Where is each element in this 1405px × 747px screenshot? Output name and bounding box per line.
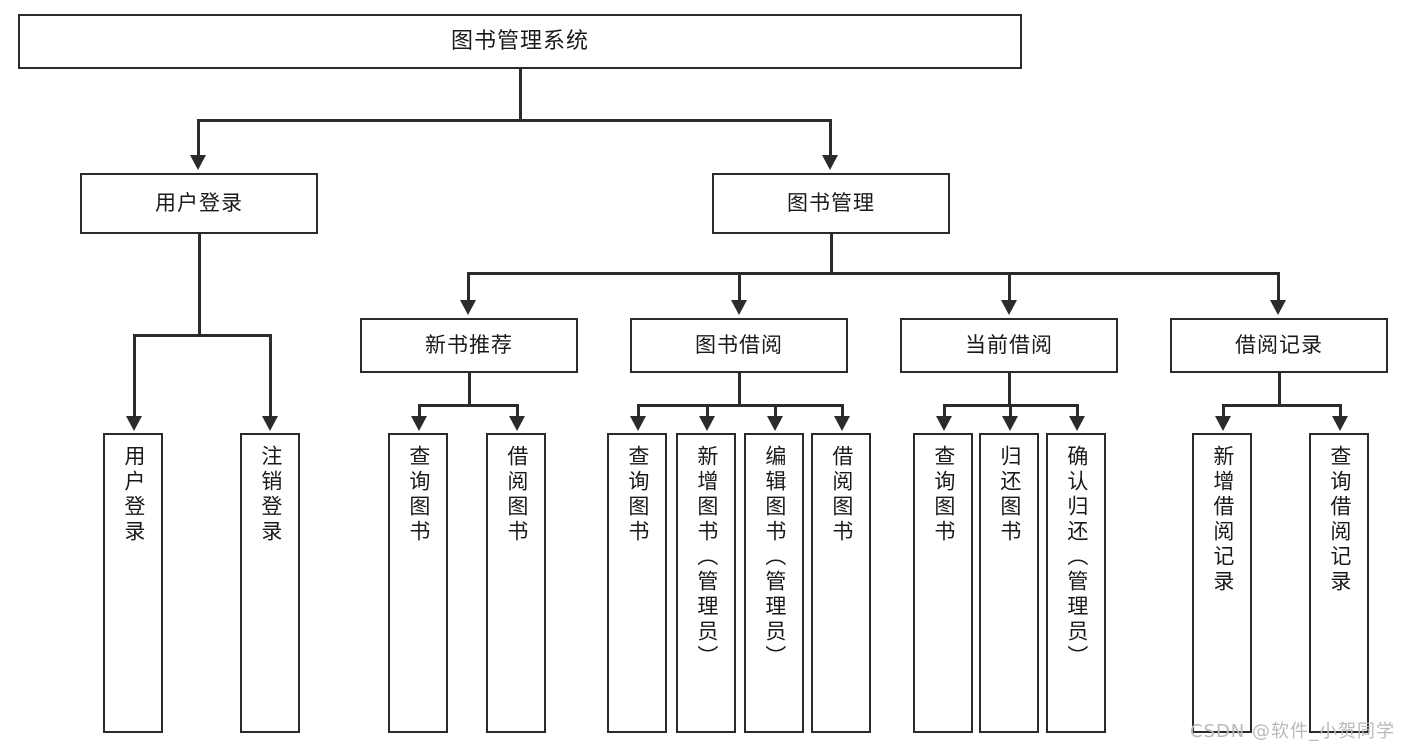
connector-root-to-book-management bbox=[829, 119, 832, 157]
connector-borrow-record-trunk bbox=[1278, 373, 1281, 406]
leaf-new-book-0[interactable]: 查询图书 bbox=[388, 433, 448, 733]
connector-bm-to-new-book bbox=[467, 272, 470, 302]
node-book-management[interactable]: 图书管理 bbox=[712, 173, 950, 234]
node-label: 注销登录 bbox=[258, 445, 283, 545]
arrowhead-cb-to-leaf-0 bbox=[936, 416, 952, 431]
connector-user-login-trunk bbox=[198, 234, 201, 336]
connector-bm-to-current-borrow bbox=[1008, 272, 1011, 302]
arrowhead-bm-to-book-borrow bbox=[731, 300, 747, 315]
arrowhead-cb-to-leaf-2 bbox=[1069, 416, 1085, 431]
connector-bb-to-leaf-3 bbox=[841, 404, 844, 418]
node-label: 图书借阅 bbox=[695, 333, 783, 358]
arrowhead-br-to-leaf-0 bbox=[1215, 416, 1231, 431]
leaf-borrow-record-1[interactable]: 查询借阅记录 bbox=[1309, 433, 1369, 733]
node-label: 查询借阅记录 bbox=[1327, 445, 1352, 595]
connector-book-management-bus bbox=[467, 272, 1279, 275]
node-label: 借阅记录 bbox=[1235, 333, 1323, 358]
connector-root-bus bbox=[197, 119, 831, 122]
connector-br-to-leaf-1 bbox=[1339, 404, 1342, 418]
node-label: 查询图书 bbox=[625, 445, 650, 545]
arrowhead-bm-to-current-borrow bbox=[1001, 300, 1017, 315]
connector-bm-to-book-borrow bbox=[738, 272, 741, 302]
connector-borrow-record-bus bbox=[1222, 404, 1341, 407]
node-label: 新增借阅记录 bbox=[1210, 445, 1235, 595]
connector-book-borrow-trunk bbox=[738, 373, 741, 406]
node-label: 用户登录 bbox=[155, 191, 243, 216]
node-user-login[interactable]: 用户登录 bbox=[80, 173, 318, 234]
node-label: 借阅图书 bbox=[829, 445, 854, 545]
leaf-book-borrow-0[interactable]: 查询图书 bbox=[607, 433, 667, 733]
node-label: 编辑图书（管理员） bbox=[762, 445, 787, 670]
connector-root-to-user-login bbox=[197, 119, 200, 157]
leaf-current-borrow-0[interactable]: 查询图书 bbox=[913, 433, 973, 733]
arrowhead-cb-to-leaf-1 bbox=[1002, 416, 1018, 431]
leaf-book-borrow-2[interactable]: 编辑图书（管理员） bbox=[744, 433, 804, 733]
node-label: 确认归还（管理员） bbox=[1064, 445, 1089, 670]
node-new-book-recommend[interactable]: 新书推荐 bbox=[360, 318, 578, 373]
leaf-book-borrow-3[interactable]: 借阅图书 bbox=[811, 433, 871, 733]
leaf-user-login-1[interactable]: 注销登录 bbox=[240, 433, 300, 733]
node-borrow-record[interactable]: 借阅记录 bbox=[1170, 318, 1388, 373]
node-label: 借阅图书 bbox=[504, 445, 529, 545]
connector-new-book-to-leaf-1 bbox=[516, 404, 519, 418]
leaf-current-borrow-2[interactable]: 确认归还（管理员） bbox=[1046, 433, 1106, 733]
connector-bb-to-leaf-2 bbox=[774, 404, 777, 418]
connector-book-management-trunk bbox=[830, 234, 833, 274]
node-label: 当前借阅 bbox=[965, 333, 1053, 358]
connector-book-borrow-bus bbox=[637, 404, 843, 407]
connector-new-book-trunk bbox=[468, 373, 471, 406]
node-label: 图书管理 bbox=[787, 191, 875, 216]
leaf-new-book-1[interactable]: 借阅图书 bbox=[486, 433, 546, 733]
node-label: 新增图书（管理员） bbox=[694, 445, 719, 670]
connector-cb-to-leaf-2 bbox=[1076, 404, 1079, 418]
connector-bb-to-leaf-1 bbox=[706, 404, 709, 418]
arrowhead-bb-to-leaf-0 bbox=[630, 416, 646, 431]
connector-user-login-to-leaf-0 bbox=[133, 334, 136, 418]
connector-bb-to-leaf-0 bbox=[637, 404, 640, 418]
leaf-user-login-0[interactable]: 用户登录 bbox=[103, 433, 163, 733]
connector-user-login-bus bbox=[133, 334, 271, 337]
node-current-borrow[interactable]: 当前借阅 bbox=[900, 318, 1118, 373]
connector-cb-to-leaf-1 bbox=[1009, 404, 1012, 418]
arrowhead-bb-to-leaf-2 bbox=[767, 416, 783, 431]
node-label: 新书推荐 bbox=[425, 333, 513, 358]
arrowhead-new-book-to-leaf-0 bbox=[411, 416, 427, 431]
node-root-book-management-system[interactable]: 图书管理系统 bbox=[18, 14, 1022, 69]
node-label: 图书管理系统 bbox=[450, 28, 589, 54]
arrowhead-bm-to-borrow-record bbox=[1270, 300, 1286, 315]
connector-cb-to-leaf-0 bbox=[943, 404, 946, 418]
arrowhead-bb-to-leaf-3 bbox=[834, 416, 850, 431]
arrowhead-root-to-book-management bbox=[822, 155, 838, 170]
leaf-current-borrow-1[interactable]: 归还图书 bbox=[979, 433, 1039, 733]
arrowhead-root-to-user-login bbox=[190, 155, 206, 170]
connector-user-login-to-leaf-1 bbox=[269, 334, 272, 418]
leaf-borrow-record-0[interactable]: 新增借阅记录 bbox=[1192, 433, 1252, 733]
connector-current-borrow-trunk bbox=[1008, 373, 1011, 406]
connector-new-book-bus bbox=[418, 404, 518, 407]
node-label: 查询图书 bbox=[406, 445, 431, 545]
connector-bm-to-borrow-record bbox=[1277, 272, 1280, 302]
node-label: 归还图书 bbox=[997, 445, 1022, 545]
arrowhead-user-login-to-leaf-1 bbox=[262, 416, 278, 431]
arrowhead-bm-to-new-book bbox=[460, 300, 476, 315]
arrowhead-user-login-to-leaf-0 bbox=[126, 416, 142, 431]
leaf-book-borrow-1[interactable]: 新增图书（管理员） bbox=[676, 433, 736, 733]
arrowhead-new-book-to-leaf-1 bbox=[509, 416, 525, 431]
arrowhead-br-to-leaf-1 bbox=[1332, 416, 1348, 431]
connector-new-book-to-leaf-0 bbox=[418, 404, 421, 418]
node-label: 查询图书 bbox=[931, 445, 956, 545]
node-book-borrow[interactable]: 图书借阅 bbox=[630, 318, 848, 373]
connector-root-trunk bbox=[519, 69, 522, 121]
node-label: 用户登录 bbox=[121, 445, 146, 545]
connector-br-to-leaf-0 bbox=[1222, 404, 1225, 418]
arrowhead-bb-to-leaf-1 bbox=[699, 416, 715, 431]
